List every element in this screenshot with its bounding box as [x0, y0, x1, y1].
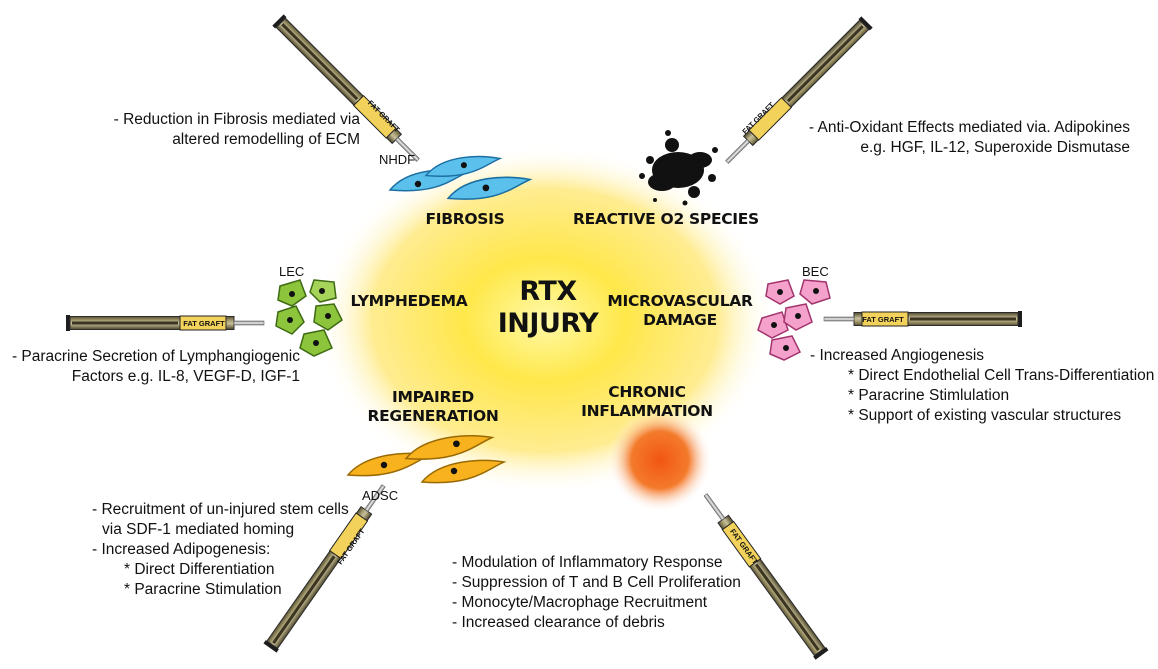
effect-line: * Support of existing vascular structure… — [848, 407, 1122, 424]
regeneration-effect-text: - Recruitment of un-injured stem cells v… — [92, 500, 352, 600]
center-title-line: INJURY — [497, 308, 599, 339]
effect-line: * Paracrine Stimlulation — [848, 387, 1010, 404]
chronic-inflammation-line: INFLAMMATION — [581, 402, 713, 420]
injury-glow — [315, 145, 775, 495]
center-title-line: RTX — [519, 276, 577, 307]
endothelial-cell-icon — [757, 279, 831, 361]
syringe-icon — [823, 310, 1023, 328]
effect-line: - Suppression of T and B Cell Proliferat… — [452, 574, 741, 591]
effect-line: - Increased clearance of debris — [452, 614, 665, 631]
effect-line: e.g. HGF, IL-12, Superoxide Dismutase — [860, 139, 1130, 156]
chronic-inflammation-line: CHRONIC — [608, 383, 686, 401]
effect-line: - Monocyte/Macrophage Recruitment — [452, 594, 708, 611]
effect-line: - Increased Adipogenesis: — [92, 541, 271, 558]
reactive-o2-label: REACTIVE O2 SPECIES — [573, 210, 759, 228]
effect-line: altered remodelling of ECM — [172, 131, 360, 148]
effect-line: - Increased Angiogenesis — [810, 347, 985, 364]
fibrosis-label: FIBROSIS — [425, 210, 505, 228]
effect-line: * Direct Endothelial Cell Trans-Differen… — [848, 367, 1155, 384]
fibroblast-cell-icon — [389, 155, 531, 200]
lymphedema-label: LYMPHEDEMA — [350, 292, 468, 310]
bec-cell-label: BEC — [802, 264, 829, 279]
chronic-inflammation-label: CHRONIC INFLAMMATION — [572, 383, 722, 421]
inflammation-blob-icon — [608, 408, 712, 512]
effect-line: - Paracrine Secretion of Lymphangiogenic — [11, 348, 300, 365]
impaired-regeneration-line: IMPAIRED — [392, 388, 474, 406]
ros-splatter-icon — [639, 130, 718, 206]
effect-line: via SDF-1 mediated homing — [102, 521, 295, 538]
syringe-icon — [65, 314, 265, 332]
effect-line: - Reduction in Fibrosis mediated via — [113, 111, 360, 128]
antioxidant-effect-text: - Anti-Oxidant Effects mediated via. Adi… — [730, 118, 1130, 158]
microvascular-damage-line: MICROVASCULAR — [607, 292, 753, 310]
effect-line: * Direct Differentiation — [124, 561, 275, 578]
svg-text:FAT GRAFT: FAT GRAFT — [183, 319, 225, 328]
effect-line: - Recruitment of un-injured stem cells — [92, 501, 349, 518]
impaired-regeneration-line: REGENERATION — [367, 407, 499, 425]
lymphangiogenic-effect-text: - Paracrine Secretion of Lymphangiogenic… — [0, 347, 300, 387]
angiogenesis-effect-text: - Increased Angiogenesis * Direct Endoth… — [810, 346, 1155, 426]
lymphatic-cell-icon — [275, 279, 343, 357]
stem-cell-icon — [347, 434, 505, 484]
nhdf-cell-label: NHDF — [379, 152, 416, 167]
effect-line: * Paracrine Stimulation — [124, 581, 282, 598]
effect-line: Factors e.g. IL-8, VEGF-D, IGF-1 — [71, 368, 300, 385]
fibrosis-effect-text: - Reduction in Fibrosis mediated via alt… — [80, 110, 360, 150]
impaired-regeneration-label: IMPAIRED REGENERATION — [358, 388, 508, 426]
svg-text:FAT GRAFT: FAT GRAFT — [862, 315, 904, 324]
microvascular-damage-label: MICROVASCULAR DAMAGE — [605, 292, 755, 330]
effect-line: - Anti-Oxidant Effects mediated via. Adi… — [808, 119, 1130, 136]
microvascular-damage-line: DAMAGE — [643, 311, 717, 329]
adsc-cell-label: ADSC — [362, 488, 399, 503]
center-title: RTX INJURY — [480, 276, 616, 340]
lec-cell-label: LEC — [279, 264, 305, 279]
effect-line: - Modulation of Inflammatory Response — [452, 554, 723, 571]
inflammation-effect-text: - Modulation of Inflammatory Response - … — [452, 553, 752, 633]
